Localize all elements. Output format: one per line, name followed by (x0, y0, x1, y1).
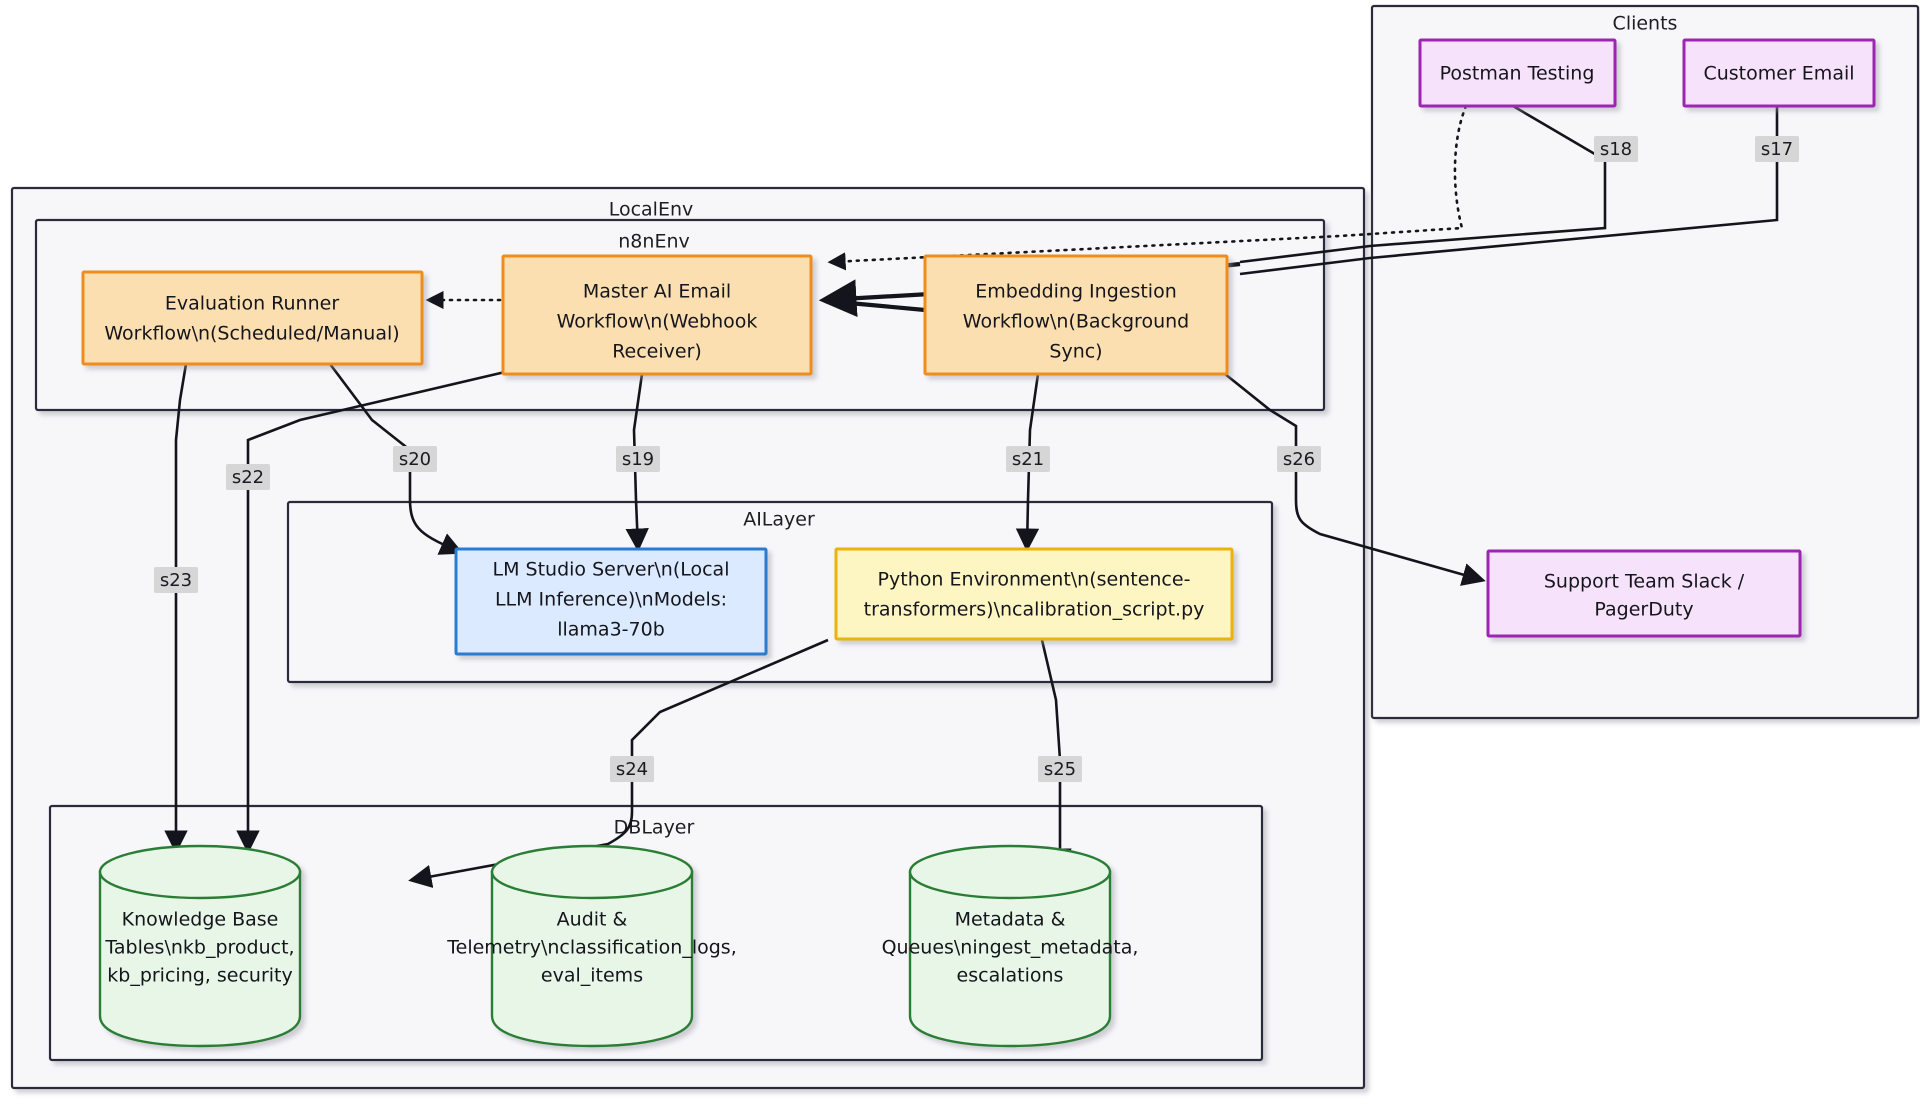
node-label-meta-line3: escalations (957, 965, 1064, 987)
node-master-ai-email-workflow[interactable]: Master AI Email Workflow\n(Webhook Recei… (501, 254, 813, 376)
node-label-meta-line1: Metadata & (955, 909, 1066, 931)
node-label-master-line1: Master AI Email (583, 281, 731, 303)
edge-s23 (164, 363, 188, 854)
node-label-audit-line3: eval_items (541, 965, 643, 987)
edge-s22 (236, 370, 506, 854)
cluster-label-localenv: LocalEnv (609, 199, 694, 221)
node-label-python-line2: transformers)\ncalibration_script.py (864, 599, 1205, 621)
edge-s25 (1040, 639, 1072, 872)
node-label-kb-line2: Tables\nkb_product, (104, 937, 294, 959)
edge-label-s19: s19 (616, 446, 660, 472)
node-label-embed-line3: Sync) (1049, 341, 1102, 363)
svg-text:s25: s25 (1044, 759, 1076, 780)
cluster-clients: Clients (1370, 4, 1920, 720)
node-knowledge-base-db[interactable]: Knowledge Base Tables\nkb_product, kb_pr… (98, 844, 302, 1048)
node-label-customer-email: Customer Email (1703, 63, 1854, 85)
svg-text:s19: s19 (622, 449, 654, 470)
node-label-lmstudio-line2: LLM Inference)\nModels: (495, 589, 727, 611)
node-label-audit-line2: Telemetry\nclassification_logs, (446, 937, 736, 959)
node-customer-email[interactable]: Customer Email (1682, 38, 1876, 108)
node-audit-telemetry-db[interactable]: Audit & Telemetry\nclassification_logs, … (446, 844, 737, 1048)
node-label-slack-line1: Support Team Slack / (1544, 571, 1745, 593)
node-label-master-line2: Workflow\n(Webhook (557, 311, 758, 333)
node-label-kb-line1: Knowledge Base (122, 909, 279, 931)
edge-s18 (1239, 104, 1607, 264)
svg-text:s17: s17 (1761, 139, 1793, 160)
node-label-lmstudio-line3: llama3-70b (557, 619, 665, 641)
edge-label-s22: s22 (226, 464, 270, 490)
cluster-label-clients: Clients (1613, 13, 1678, 35)
svg-text:s23: s23 (160, 570, 192, 591)
node-label-lmstudio-line1: LM Studio Server\n(Local (493, 559, 730, 581)
svg-text:s24: s24 (616, 759, 648, 780)
cluster-label-n8nenv: n8nEnv (618, 231, 689, 253)
edge-label-s21: s21 (1006, 446, 1050, 472)
node-label-eval-line1: Evaluation Runner (165, 293, 339, 315)
node-label-postman: Postman Testing (1440, 63, 1595, 85)
node-embedding-ingestion-workflow[interactable]: Embedding Ingestion Workflow\n(Backgroun… (923, 254, 1229, 376)
edge-s20 (328, 363, 464, 555)
node-label-master-line3: Receiver) (612, 341, 702, 363)
edge-embed-to-master (824, 298, 926, 313)
svg-text:s26: s26 (1283, 449, 1315, 470)
edge-label-s23: s23 (154, 567, 198, 593)
edge-s18-dotted (827, 104, 1468, 271)
node-label-embed-line2: Workflow\n(Background (963, 311, 1189, 333)
cluster-label-ailayer: AILayer (743, 509, 815, 531)
node-python-environment[interactable]: Python Environment\n(sentence- transform… (834, 547, 1234, 641)
edge-s17 (1239, 106, 1779, 276)
svg-text:s22: s22 (232, 467, 264, 488)
node-postman[interactable]: Postman Testing (1418, 38, 1617, 108)
node-slack-pagerduty[interactable]: Support Team Slack / PagerDuty (1486, 549, 1802, 638)
svg-text:s18: s18 (1600, 139, 1632, 160)
node-label-embed-line1: Embedding Ingestion (975, 281, 1177, 303)
node-label-meta-line2: Queues\ningest_metadata, (882, 937, 1139, 959)
edge-label-s17: s17 (1755, 136, 1799, 162)
node-label-eval-line2: Workflow\n(Scheduled/Manual) (104, 323, 399, 345)
node-label-kb-line3: kb_pricing, security (107, 965, 292, 987)
edge-label-s26: s26 (1277, 446, 1321, 472)
node-label-slack-line2: PagerDuty (1594, 599, 1693, 621)
svg-text:s20: s20 (399, 449, 431, 470)
node-evaluation-runner[interactable]: Evaluation Runner Workflow\n(Scheduled/M… (81, 270, 424, 366)
edge-label-s24: s24 (610, 756, 654, 782)
edge-label-s25: s25 (1038, 756, 1082, 782)
cluster-label-dblayer: DBLayer (614, 817, 695, 839)
node-label-python-line1: Python Environment\n(sentence- (878, 569, 1191, 591)
svg-text:s21: s21 (1012, 449, 1044, 470)
edge-label-s18: s18 (1594, 136, 1638, 162)
node-label-audit-line1: Audit & (557, 909, 628, 931)
node-metadata-queues-db[interactable]: Metadata & Queues\ningest_metadata, esca… (882, 844, 1139, 1048)
edge-label-s20: s20 (393, 446, 437, 472)
node-lm-studio-server[interactable]: LM Studio Server\n(Local LLM Inference)\… (454, 547, 768, 656)
